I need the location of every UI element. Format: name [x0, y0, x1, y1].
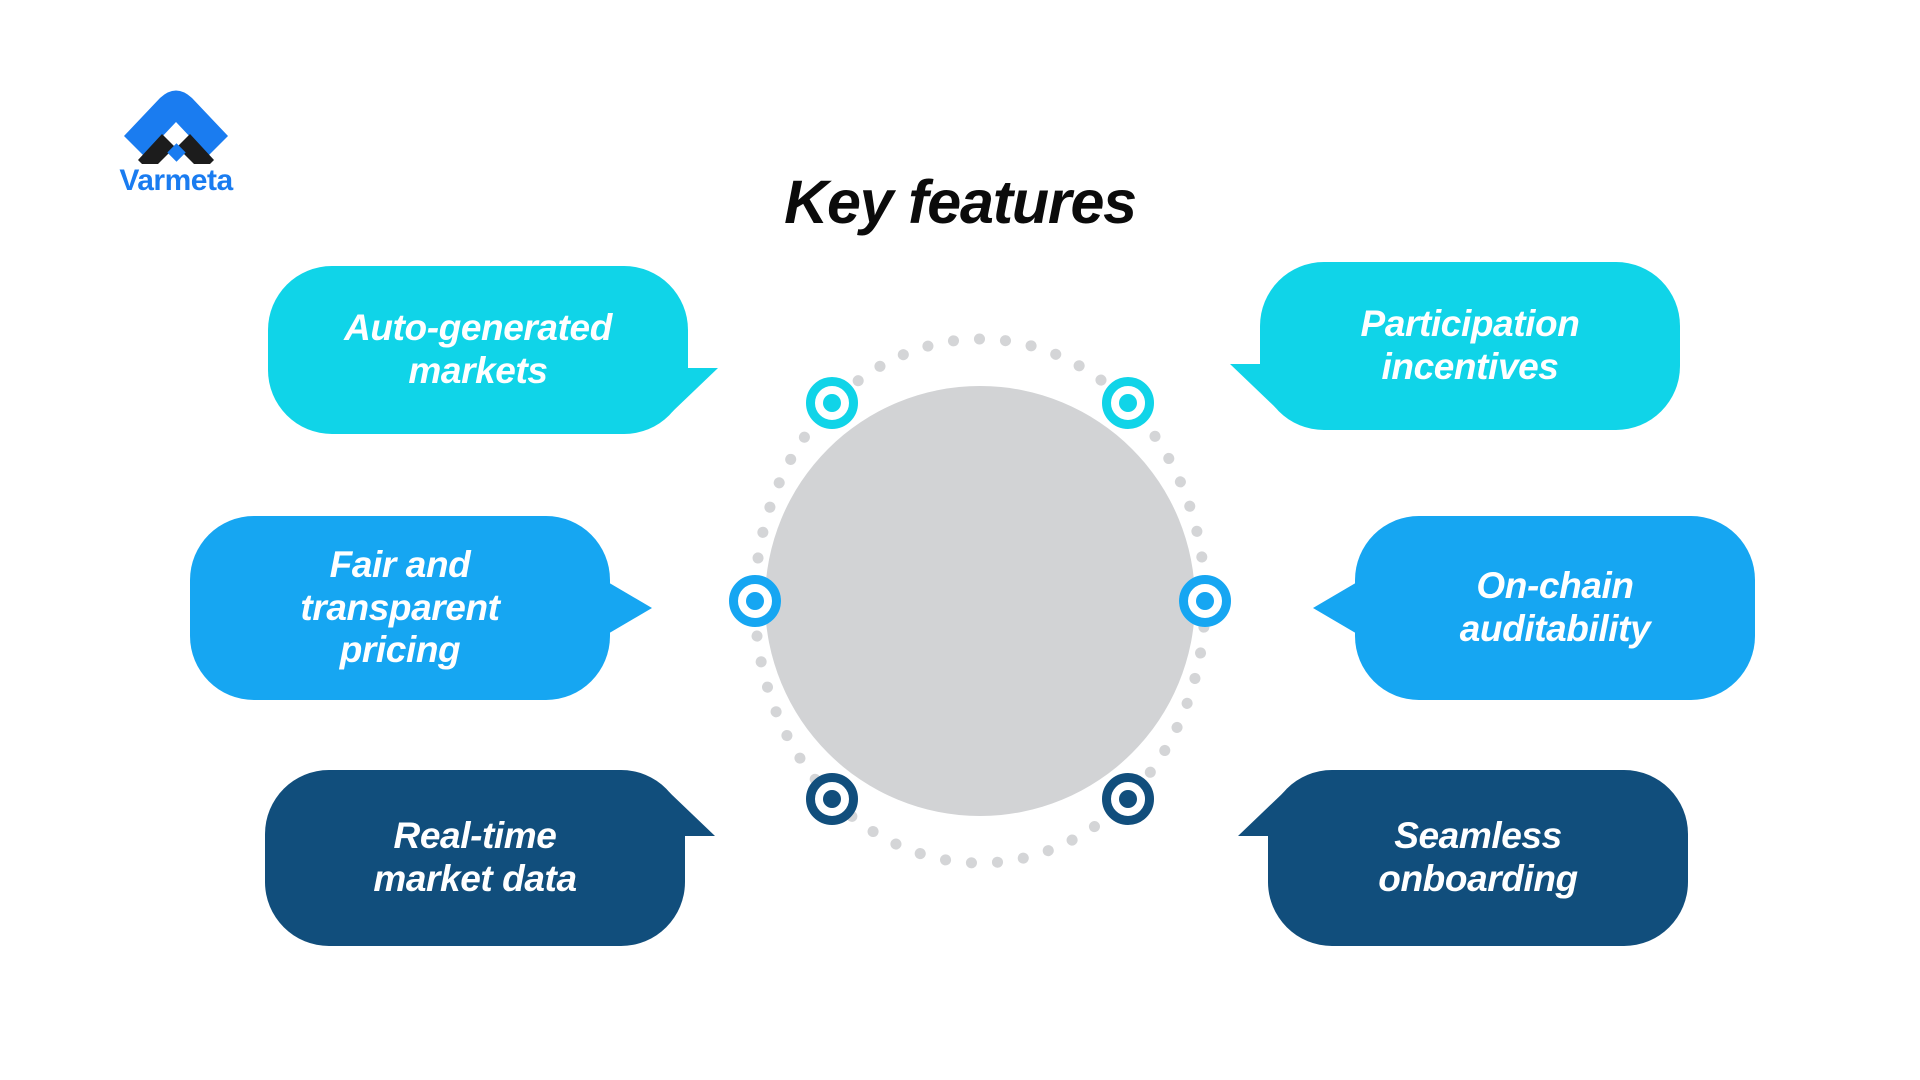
brand-wordmark: Varmeta	[119, 164, 233, 197]
feature-label: Seamless onboarding	[1378, 815, 1578, 899]
feature-label: Participation incentives	[1360, 303, 1580, 387]
node-marker-auto-generated-markets[interactable]	[806, 377, 859, 430]
node-marker-real-time-market-data[interactable]	[806, 772, 859, 825]
bubble-tail-icon	[1313, 581, 1359, 635]
feature-bubble-participation-incentives[interactable]: Participation incentives	[1230, 262, 1680, 430]
page-title: Key features	[784, 167, 1137, 236]
bubble-tail-icon	[672, 368, 718, 412]
target-dot-icon	[729, 575, 781, 627]
brand-logo: Varmeta	[108, 82, 268, 212]
bubble-tail-icon	[606, 581, 652, 635]
feature-bubble-on-chain-auditability[interactable]: On-chain auditability	[1313, 516, 1755, 700]
target-dot-icon	[806, 377, 859, 430]
node-marker-participation-incentives[interactable]	[1101, 377, 1154, 430]
feature-bubble-real-time-market-data[interactable]: Real-time market data	[265, 770, 715, 946]
target-dot-icon	[1179, 575, 1231, 627]
bubble-tail-icon	[1230, 364, 1276, 408]
target-dot-icon	[1101, 377, 1154, 430]
varmeta-chevron-logo-icon	[116, 82, 236, 172]
hub-center-circle	[765, 386, 1195, 816]
node-marker-seamless-onboarding[interactable]	[1101, 772, 1154, 825]
feature-bubble-fair-and-transparent-pricing[interactable]: Fair and transparent pricing	[190, 516, 652, 700]
bubble-tail-icon	[669, 792, 715, 836]
target-dot-icon	[1101, 772, 1154, 825]
target-dot-icon	[806, 772, 859, 825]
feature-bubble-seamless-onboarding[interactable]: Seamless onboarding	[1238, 770, 1688, 946]
feature-label: On-chain auditability	[1459, 565, 1651, 649]
feature-bubble-auto-generated-markets[interactable]: Auto-generated markets	[268, 266, 718, 434]
node-marker-on-chain-auditability[interactable]	[1179, 575, 1231, 627]
feature-label: Real-time market data	[373, 815, 577, 899]
bubble-tail-icon	[1238, 792, 1284, 836]
feature-label: Auto-generated markets	[344, 307, 612, 391]
node-marker-fair-and-transparent-pricing[interactable]	[729, 575, 781, 627]
feature-label: Fair and transparent pricing	[300, 543, 500, 671]
features-hub	[700, 298, 1260, 938]
